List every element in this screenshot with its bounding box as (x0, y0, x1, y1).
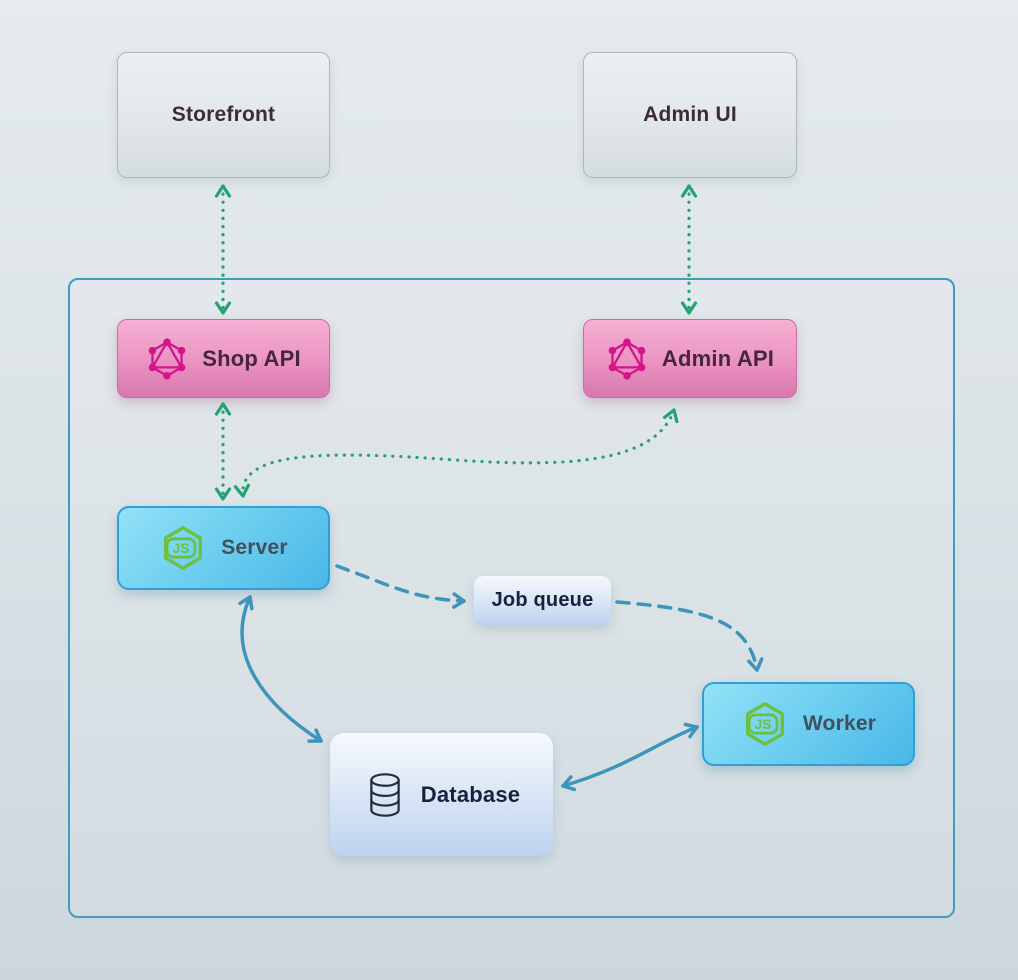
node-storefront: Storefront (117, 52, 330, 178)
node-worker-label: Worker (802, 712, 877, 735)
node-server: JS Server (117, 506, 330, 590)
nodejs-icon-js-text: JS (173, 541, 190, 556)
node-admin-api: Admin API (583, 319, 797, 398)
graphql-icon (148, 337, 186, 380)
graphql-icon (608, 337, 646, 380)
node-shop-api-label: Shop API (202, 345, 301, 371)
node-admin-ui: Admin UI (583, 52, 797, 178)
nodejs-icon: JS (164, 526, 203, 570)
node-worker: JS Worker (702, 682, 915, 766)
database-icon (370, 772, 400, 817)
node-job-queue: Job queue (474, 576, 611, 625)
nodejs-icon-js-text: JS (755, 717, 772, 732)
node-admin-api-label: Admin API (661, 345, 775, 371)
node-shop-api: Shop API (117, 319, 330, 398)
node-server-label: Server (221, 536, 288, 559)
node-storefront-label: Storefront (171, 103, 276, 126)
node-database-label: Database (420, 781, 521, 807)
nodejs-icon: JS (745, 702, 784, 746)
node-job-queue-label: Job queue (491, 589, 594, 611)
node-database: Database (330, 733, 553, 856)
node-admin-ui-label: Admin UI (643, 103, 737, 126)
